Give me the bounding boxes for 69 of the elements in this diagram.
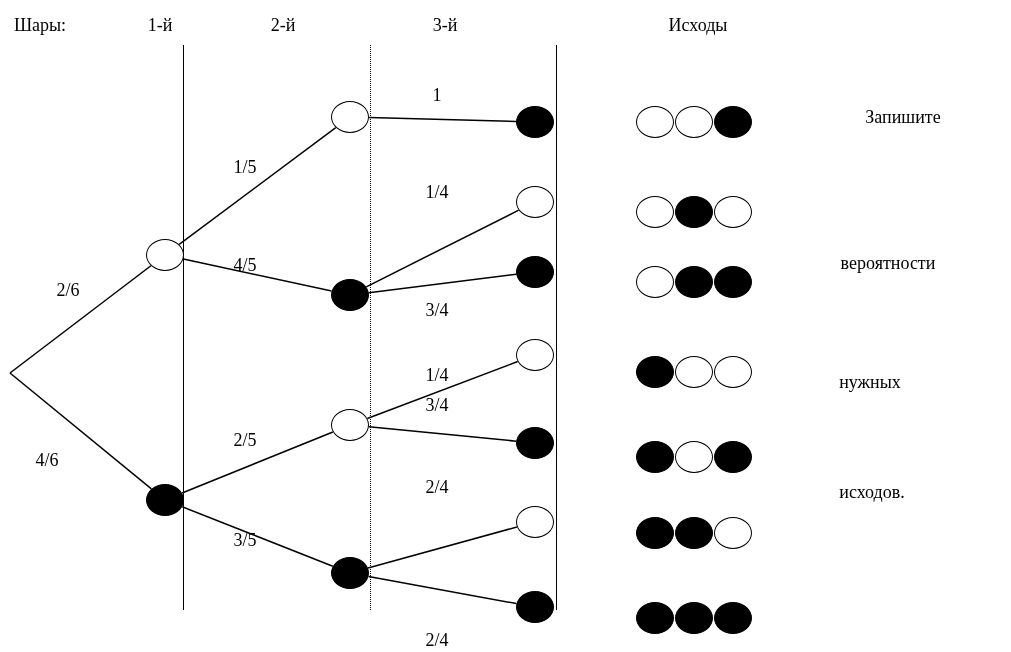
probability-label: 2/6 — [56, 279, 80, 301]
column-header: Шары: — [13, 14, 67, 36]
ball — [516, 591, 554, 623]
ball — [675, 196, 713, 228]
ball — [675, 106, 713, 138]
ball — [675, 517, 713, 549]
probability-label: 1 — [432, 84, 442, 106]
note-text: исходов. — [839, 481, 905, 503]
ball — [636, 266, 674, 298]
ball — [331, 279, 369, 311]
ball — [636, 356, 674, 388]
ball — [331, 101, 369, 133]
column-header: 1-й — [147, 14, 173, 36]
ball — [636, 196, 674, 228]
note-text: Запишите — [865, 106, 941, 128]
ball — [516, 339, 554, 371]
tree-branch — [368, 273, 517, 294]
ball — [331, 409, 369, 441]
ball — [636, 602, 674, 634]
ball — [714, 266, 752, 298]
tree-branch — [368, 116, 517, 123]
ball — [636, 441, 674, 473]
ball — [675, 356, 713, 388]
ball — [146, 484, 184, 516]
tree-branch — [182, 258, 333, 292]
tree-branch — [181, 506, 334, 567]
ball — [714, 196, 752, 228]
ball — [516, 506, 554, 538]
probability-label: 1/5 — [233, 156, 257, 178]
note-text: вероятности — [840, 252, 936, 274]
ball — [714, 517, 752, 549]
ball — [714, 356, 752, 388]
probability-label: 4/5 — [233, 254, 257, 276]
probability-label: 1/4 — [425, 181, 449, 203]
probability-label: 4/6 — [35, 449, 59, 471]
ball — [714, 441, 752, 473]
note-text: нужных — [839, 371, 901, 393]
ball — [516, 427, 554, 459]
ball — [146, 239, 184, 271]
ball — [636, 517, 674, 549]
ball — [714, 602, 752, 634]
probability-label: 3/5 — [233, 529, 257, 551]
probability-label: 2/4 — [425, 629, 449, 651]
tree-branch — [368, 426, 517, 442]
ball — [516, 186, 554, 218]
tree-branch — [178, 126, 337, 246]
tree-branch — [181, 431, 334, 494]
column-header: 2-й — [270, 14, 296, 36]
tree-branch — [367, 526, 518, 569]
probability-label: 3/4 — [425, 394, 449, 416]
tree-branch — [9, 265, 152, 374]
probability-label: 2/4 — [425, 476, 449, 498]
ball — [675, 266, 713, 298]
tree-branch — [365, 209, 520, 288]
tree-branch — [9, 372, 153, 490]
ball — [331, 557, 369, 589]
ball — [636, 106, 674, 138]
ball — [516, 106, 554, 138]
tree-branch — [367, 575, 518, 605]
ball — [516, 256, 554, 288]
probability-label: 2/5 — [233, 429, 257, 451]
column-header: Исходы — [668, 14, 728, 36]
ball — [675, 441, 713, 473]
column-header: 3-й — [432, 14, 458, 36]
tree-branch — [366, 360, 519, 420]
probability-label: 1/4 — [425, 364, 449, 386]
probability-label: 3/4 — [425, 299, 449, 321]
ball — [714, 106, 752, 138]
ball — [675, 602, 713, 634]
